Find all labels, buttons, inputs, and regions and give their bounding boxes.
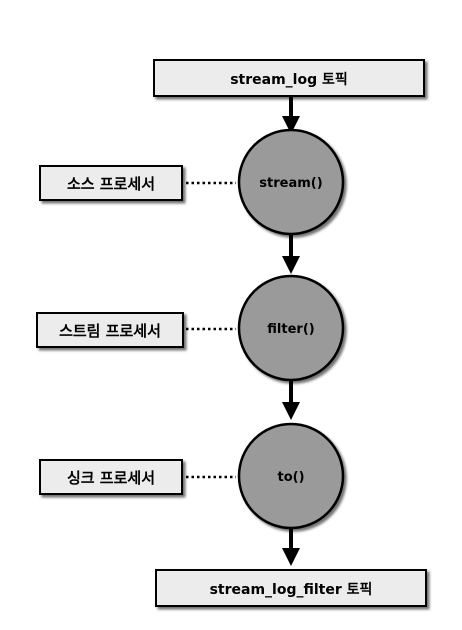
filter-node-label: filter() — [267, 322, 314, 337]
stream-processor-label: 스트림 프로세서 — [59, 322, 161, 340]
arrow-topic-to-stream — [282, 96, 300, 134]
stream-processor-box: 스트림 프로세서 — [36, 312, 236, 348]
output-topic-box: stream_log_filter 토픽 — [155, 569, 427, 607]
input-topic-label: stream_log 토픽 — [230, 71, 348, 88]
arrow-to-to-output-topic — [282, 528, 300, 566]
output-topic-label: stream_log_filter 토픽 — [210, 581, 373, 598]
sink-processor-label: 싱크 프로세서 — [67, 469, 155, 487]
stream-node: stream() — [237, 128, 345, 236]
sink-processor-box: 싱크 프로세서 — [39, 459, 236, 495]
source-processor-box: 소스 프로세서 — [39, 165, 236, 201]
arrow-stream-to-filter — [282, 234, 300, 274]
input-topic-box: stream_log 토픽 — [153, 59, 425, 97]
stream-node-label: stream() — [259, 176, 322, 191]
source-processor-label: 소스 프로세서 — [67, 175, 155, 193]
to-node: to() — [237, 422, 345, 530]
arrow-filter-to-to — [282, 380, 300, 420]
filter-node: filter() — [237, 274, 345, 382]
to-node-label: to() — [277, 470, 304, 485]
